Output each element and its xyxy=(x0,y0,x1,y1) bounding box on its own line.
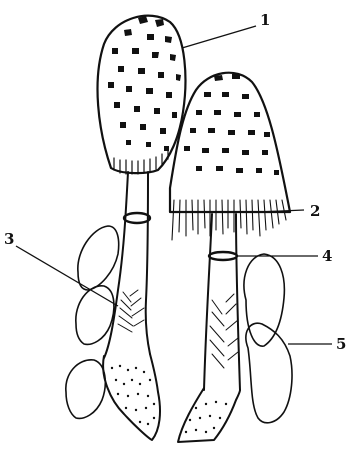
left-cap-scales xyxy=(108,16,181,151)
callout-label-4: 4 xyxy=(322,247,332,265)
right-stem-hatching xyxy=(210,294,238,368)
right-mushroom-cap xyxy=(170,73,290,212)
left-mushroom-stem xyxy=(104,172,150,358)
right-mushroom-base xyxy=(178,388,240,442)
right-base-stipple xyxy=(185,401,227,433)
left-base-stipple xyxy=(111,365,155,425)
callout-label-1: 1 xyxy=(260,11,270,29)
outline-shape-middle-left xyxy=(76,286,114,345)
leader-line-1 xyxy=(182,26,256,48)
callout-label-5: 5 xyxy=(336,335,346,353)
right-outline-shapes xyxy=(244,254,292,423)
outline-shape-upper-right xyxy=(244,254,284,346)
right-cap-gills xyxy=(172,200,286,240)
leader-line-3 xyxy=(16,246,118,306)
left-outline-shapes xyxy=(66,226,119,418)
right-cap-scales xyxy=(184,74,279,175)
callout-label-3: 3 xyxy=(4,230,14,248)
right-stem-ring xyxy=(209,252,237,260)
left-cap-fringe xyxy=(114,150,168,174)
right-mushroom-stem xyxy=(204,214,240,390)
outline-shape-upper-left xyxy=(78,226,119,290)
left-mushroom-cap xyxy=(98,16,186,173)
left-stem-ring xyxy=(124,213,150,223)
callout-label-2: 2 xyxy=(310,202,320,220)
outline-shape-lower-left xyxy=(66,360,105,419)
left-stem-hatching xyxy=(118,290,144,332)
